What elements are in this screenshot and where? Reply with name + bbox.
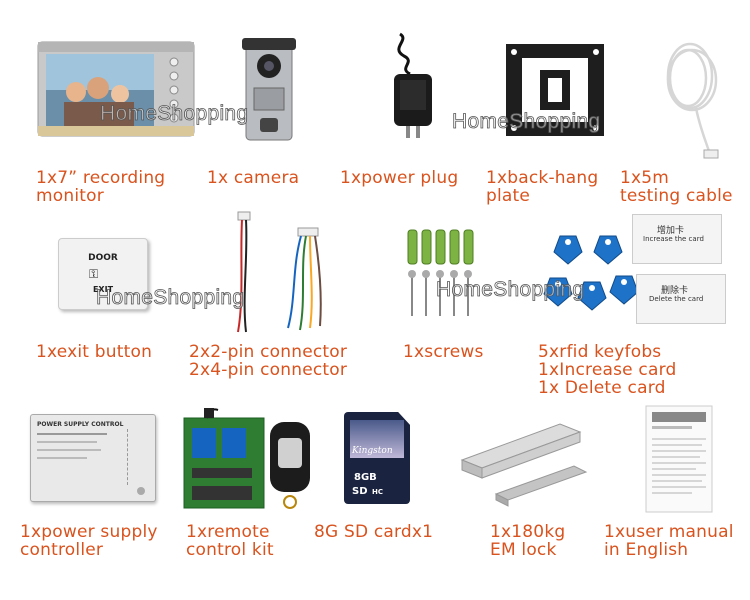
caption-user-manual: 1xuser manual in English xyxy=(604,522,734,560)
caption-back-hang-plate: 1xback-hang plate xyxy=(486,168,599,206)
em-lock-photo xyxy=(460,423,588,507)
back-hang-plate-photo xyxy=(506,44,604,136)
monitor-photo xyxy=(37,41,195,137)
power-supply-controller-photo: POWER SUPPLY CONTROL xyxy=(30,414,156,502)
delete-card-label-cn: 删除卡 xyxy=(661,286,689,296)
sd-card-sd-logo: SD xyxy=(352,486,368,497)
increase-card-photo: 增加卡 Increase the card xyxy=(632,214,722,264)
caption-rfid-keyfobs: 5xrfid keyfobs 1xIncrease card 1x Delete… xyxy=(538,342,677,398)
caption-power-plug: 1xpower plug xyxy=(340,168,459,188)
caption-pin-connectors: 2x2-pin connector 2x4-pin connector xyxy=(189,342,348,380)
exit-button-photo: DOOR ⚿ EXIT xyxy=(58,238,148,310)
increase-card-label-cn: 增加卡 xyxy=(657,226,685,236)
testing-cable-photo xyxy=(666,42,719,159)
sd-card-brand: Kingston xyxy=(352,446,393,456)
user-manual-photo xyxy=(645,405,713,513)
rfid-keyfobs-photo xyxy=(543,235,639,311)
sd-card-photo: Kingston 8GB SD HC xyxy=(344,412,410,504)
watermark: HomeShopping xyxy=(436,278,585,302)
caption-exit-button: 1xexit button xyxy=(36,342,153,362)
key-icon: ⚿ xyxy=(89,267,99,281)
caption-camera: 1x camera xyxy=(207,168,300,188)
power-supply-label: POWER SUPPLY CONTROL xyxy=(37,421,124,428)
screws-photo xyxy=(407,229,474,316)
exit-button-label-exit: EXIT xyxy=(92,285,114,294)
caption-monitor: 1x7” recording monitor xyxy=(36,168,166,206)
caption-power-supply-controller: 1xpower supply controller xyxy=(20,522,158,560)
remote-control-kit-photo xyxy=(183,408,310,509)
caption-screws: 1xscrews xyxy=(403,342,484,362)
caption-remote-control-kit: 1xremote control kit xyxy=(186,522,274,560)
caption-em-lock: 1x180kg EM lock xyxy=(490,522,566,560)
watermark: HomeShopping xyxy=(100,102,249,126)
watermark: HomeShopping xyxy=(452,110,601,134)
pin-connectors-photo xyxy=(237,211,322,333)
sd-card-hc-logo: HC xyxy=(372,488,383,496)
increase-card-label-en: Increase the card xyxy=(643,235,704,243)
power-plug-photo xyxy=(394,32,432,138)
delete-card-photo: 删除卡 Delete the card xyxy=(636,274,726,324)
camera-photo xyxy=(242,38,296,141)
caption-testing-cable: 1x5m testing cable xyxy=(620,168,733,206)
watermark: HomeShopping xyxy=(96,286,245,310)
exit-button-label-door: DOOR xyxy=(88,253,118,263)
sd-card-capacity: 8GB xyxy=(354,472,377,483)
delete-card-label-en: Delete the card xyxy=(649,295,704,303)
caption-sd-card: 8G SD cardx1 xyxy=(314,522,434,542)
